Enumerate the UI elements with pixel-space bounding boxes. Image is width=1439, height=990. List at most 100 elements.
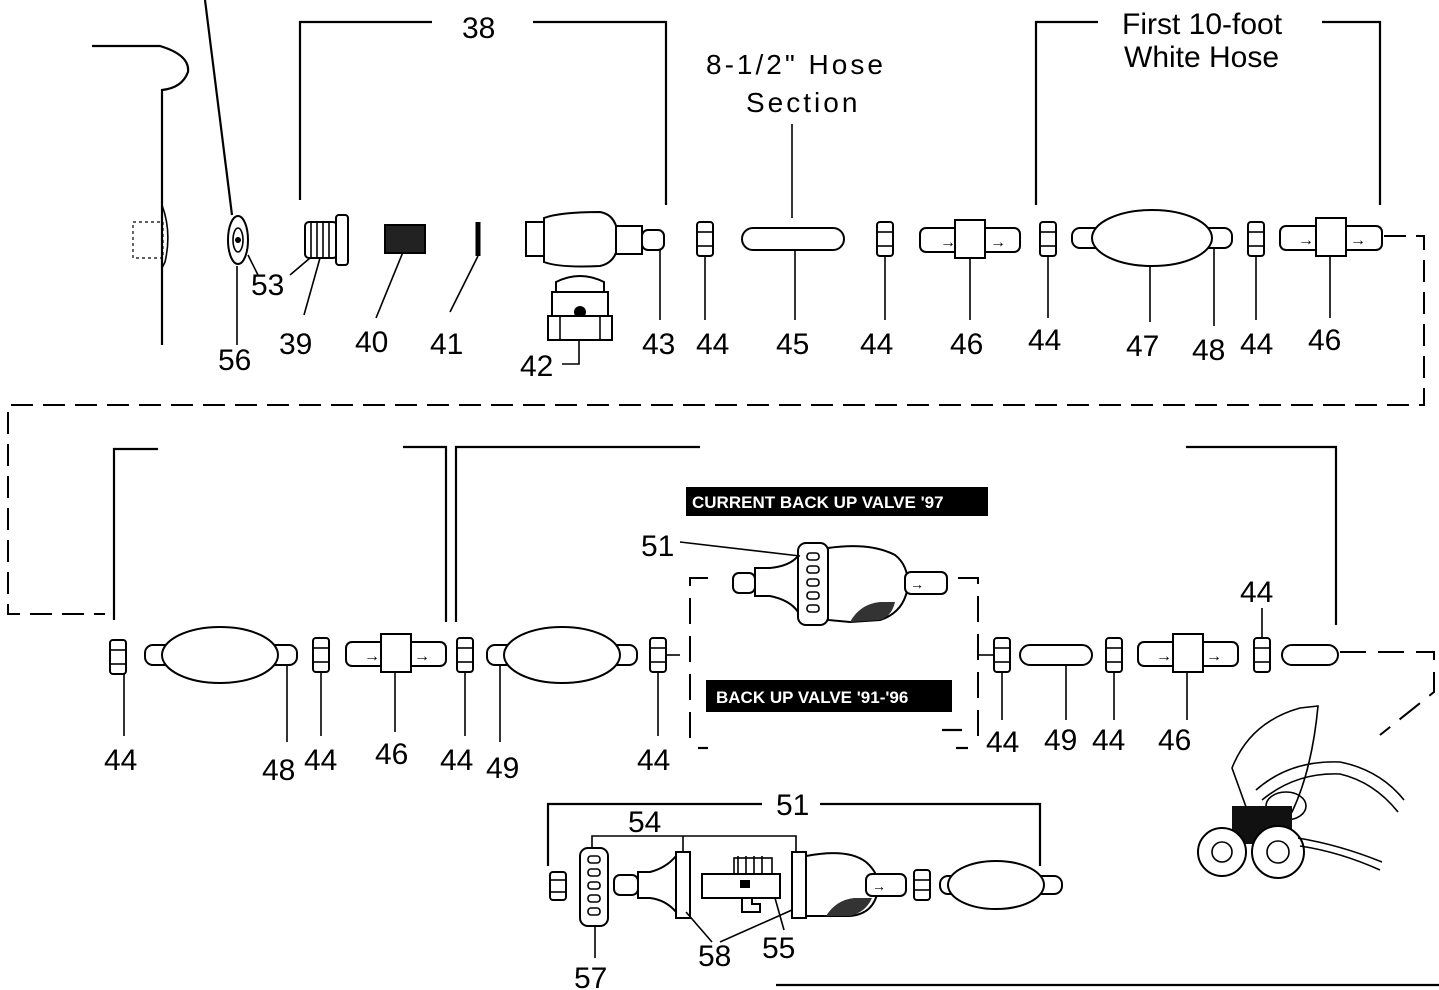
- svg-text:→: →: [910, 576, 924, 592]
- bracket-hose-3-right: [1186, 445, 1338, 625]
- callout-44a: 44: [696, 328, 729, 361]
- hose-nut-44d: [1247, 221, 1265, 257]
- bracket-first-hose-left: [1034, 20, 1098, 205]
- svg-text:→: →: [1206, 648, 1222, 665]
- nut-bottom-left: [549, 871, 567, 901]
- callout-51a: 51: [641, 530, 674, 563]
- callout-54: 54: [628, 806, 661, 839]
- bracket-54: [591, 835, 797, 852]
- valve-inlet-housing: [613, 851, 691, 919]
- hose-section-caption-2: Section: [746, 87, 860, 118]
- callout-51b: 51: [776, 789, 809, 822]
- svg-text:→: →: [1298, 232, 1314, 249]
- swivel-46a: → →: [919, 219, 1021, 259]
- hose-nut-44h: [649, 637, 667, 673]
- svg-text:BACK UP VALVE '91-'96: BACK UP VALVE '91-'96: [716, 688, 908, 707]
- callout-44d: 44: [1240, 328, 1273, 361]
- leader-42: [562, 340, 580, 365]
- fitting-39: [304, 214, 349, 266]
- callout-44e: 44: [104, 744, 137, 777]
- leader-51a: [679, 541, 801, 557]
- hose-nut-44j: [1105, 637, 1123, 673]
- hose-nut-44e: [109, 639, 127, 675]
- hose-end-piece: [1281, 644, 1339, 666]
- backup-valve-51: →: [732, 542, 948, 626]
- leader-41: [449, 255, 479, 313]
- valve-outlet-housing: →: [791, 851, 907, 919]
- callout-46d: 46: [1158, 724, 1191, 757]
- collar-57: [579, 847, 609, 927]
- hose-section-caption-1: 8-1/2" Hose: [706, 49, 886, 80]
- svg-text:→: →: [364, 648, 380, 665]
- pool-wall: [92, 44, 190, 345]
- callout-44i: 44: [986, 726, 1019, 759]
- first-hose-caption-1: First 10-foot: [1122, 8, 1283, 41]
- flap-assembly-55: [701, 856, 781, 913]
- callout-44c: 44: [1028, 324, 1061, 357]
- swivel-46d: → →: [1137, 633, 1239, 673]
- hose-nut-44i: [993, 637, 1011, 673]
- svg-text:→: →: [1350, 232, 1366, 249]
- callout-46b: 46: [1308, 324, 1341, 357]
- callout-44j: 44: [1092, 724, 1125, 757]
- hose-section-45: [741, 227, 845, 251]
- leader-53: [247, 254, 259, 276]
- swivel-46c: → →: [345, 633, 447, 673]
- callout-44k: 44: [1240, 576, 1273, 609]
- dashed-hose-route-2: [1340, 651, 1435, 736]
- wall-fitting-56: [227, 215, 249, 265]
- hose-float-bottom: [939, 860, 1063, 910]
- badge-old-valve: BACK UP VALVE '91-'96: [706, 680, 952, 712]
- callout-57: 57: [574, 962, 607, 990]
- callout-43: 43: [642, 328, 675, 361]
- callout-58: 58: [698, 940, 731, 973]
- callout-46a: 46: [950, 328, 983, 361]
- hose-float-mid-2: [486, 626, 638, 684]
- valve-dashed-bracket: [689, 577, 979, 750]
- callout-44h: 44: [637, 744, 670, 777]
- nut-bottom-right: [913, 869, 931, 901]
- callout-44g: 44: [440, 744, 473, 777]
- svg-text:→: →: [940, 234, 956, 251]
- callout-53: 53: [251, 269, 284, 302]
- callout-41: 41: [430, 328, 463, 361]
- callout-44f: 44: [304, 744, 337, 777]
- callout-48a: 48: [1192, 334, 1225, 367]
- leader-55: [774, 897, 785, 931]
- hose-nut-44c: [1039, 221, 1057, 257]
- hose-nut-44f: [312, 637, 330, 673]
- bracket-38: [298, 20, 668, 205]
- callout-56: 56: [218, 344, 251, 377]
- swivel-46b: → →: [1279, 217, 1383, 257]
- callout-38: 38: [462, 12, 495, 45]
- svg-text:→: →: [1156, 648, 1172, 665]
- svg-text:→: →: [872, 878, 886, 894]
- hose-float-47: [1071, 209, 1233, 267]
- callout-46c: 46: [375, 738, 408, 771]
- hose-section-49: [1019, 644, 1093, 666]
- leader-53b: [289, 257, 311, 276]
- callout-49a: 49: [486, 752, 519, 785]
- hose-float-mid-1: [144, 626, 298, 684]
- bracket-hose-3-left: [454, 445, 700, 622]
- pressure-relief-42: [547, 275, 613, 341]
- hose-nut-44b: [876, 221, 894, 257]
- hose-nut-44g: [456, 637, 474, 673]
- callout-44b: 44: [860, 328, 893, 361]
- callout-47: 47: [1126, 330, 1159, 363]
- first-hose-caption-2: White Hose: [1124, 41, 1279, 74]
- callout-42: 42: [520, 350, 553, 383]
- badge-current-valve: CURRENT BACK UP VALVE '97: [686, 487, 988, 516]
- callout-39: 39: [279, 328, 312, 361]
- hose-nut-44a: [696, 221, 714, 257]
- callout-45: 45: [776, 328, 809, 361]
- bracket-51: [546, 802, 1042, 866]
- callout-48b: 48: [262, 754, 295, 787]
- bracket-hose-2-left: [112, 447, 158, 620]
- callout-40: 40: [355, 326, 388, 359]
- svg-text:CURRENT BACK UP VALVE '97: CURRENT BACK UP VALVE '97: [692, 493, 944, 512]
- leader-40: [375, 251, 404, 319]
- leader-58a: [685, 911, 713, 943]
- hose-nut-44k: [1253, 637, 1271, 673]
